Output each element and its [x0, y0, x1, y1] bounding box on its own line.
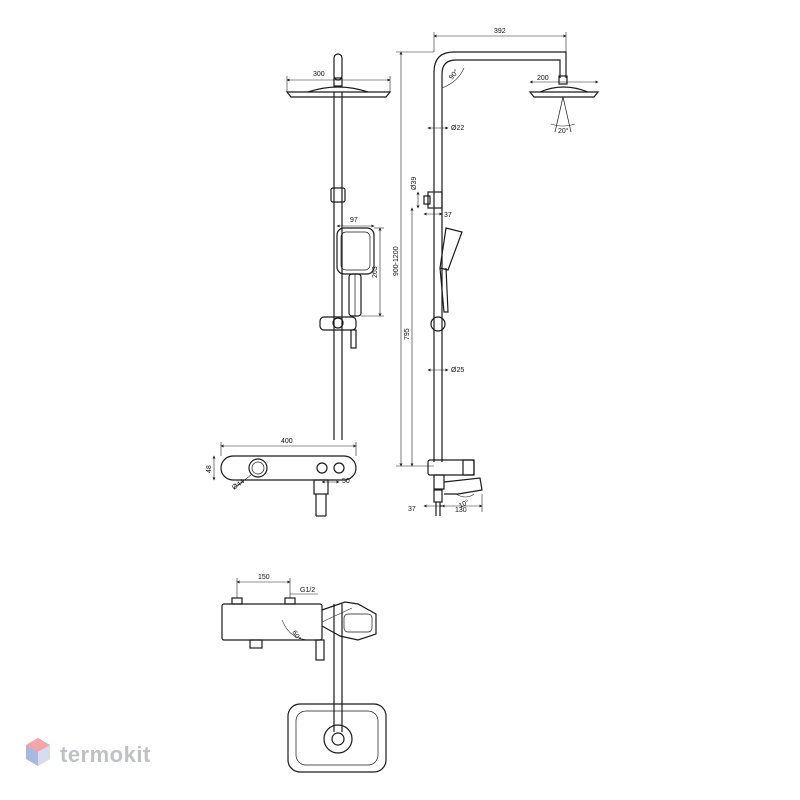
- shelf-length-label: 400: [281, 438, 293, 445]
- brand-logo: termokit: [24, 736, 151, 774]
- front-view: 300 97 263 400 48 Ø44 50: [206, 53, 392, 517]
- height-range-label: 900-1200: [393, 246, 400, 276]
- side-view: 392 90° 200 20° Ø22 Ø39 37 900-1200 795 …: [393, 28, 600, 516]
- bracket-offset-label: 37: [444, 212, 452, 219]
- shelf-height-label: 48: [206, 465, 213, 473]
- button-spacing-label: 50: [342, 478, 350, 485]
- lower-pipe-diameter-label: Ø25: [451, 367, 464, 374]
- bracket-diameter-label: Ø39: [411, 177, 418, 190]
- arm-length-label: 392: [494, 28, 506, 35]
- brand-name: termokit: [60, 742, 151, 767]
- arm-angle-label: 90°: [447, 68, 460, 81]
- top-view: 60° 150 G1/2: [221, 574, 387, 773]
- inlet-spacing-label: 150: [258, 574, 270, 581]
- wall-offset-label: 37: [408, 506, 416, 513]
- head-width-label: 300: [313, 71, 325, 78]
- spout-angle-label: 10°: [457, 498, 470, 510]
- cube-icon: [26, 738, 50, 766]
- bracket-height-label: 795: [404, 328, 411, 340]
- head-diameter-label: 200: [537, 75, 549, 82]
- thread-label: G1/2: [300, 587, 315, 594]
- spout-length-label: 130: [455, 507, 467, 514]
- tilt-angle-label: 20°: [558, 127, 569, 135]
- handshower-width-label: 97: [350, 217, 358, 224]
- handshower-height-label: 263: [372, 266, 379, 278]
- pipe-diameter-label: Ø22: [451, 125, 464, 132]
